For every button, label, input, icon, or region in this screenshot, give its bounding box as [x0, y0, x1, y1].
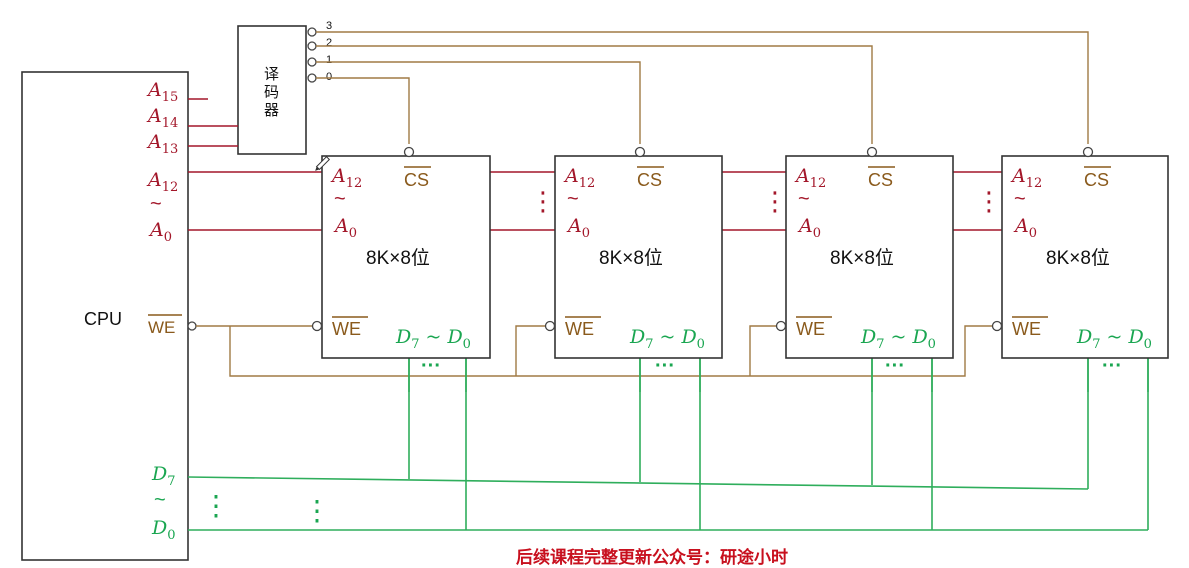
cpu-we-label: WE [148, 318, 175, 337]
chip-1-cs-bubble [403, 146, 415, 158]
chip-4-cs-label: CS [1084, 170, 1109, 190]
we-wire-chip2 [515, 325, 546, 376]
chip-2-a12-label: A12 [563, 165, 595, 191]
cpu-a14-label: A14 [146, 105, 178, 131]
chip-1-a0-label: A0 [333, 215, 357, 241]
chip-3-size-label: 8K×8位 [830, 247, 894, 269]
chip-1-we-bubble [311, 320, 323, 332]
cpu-a15-label: A15 [146, 79, 178, 105]
cs-wire-2 [316, 45, 873, 144]
chip-1-addr-tilde: ~ [334, 188, 346, 210]
cpu-a0-label: A0 [148, 219, 172, 245]
decoder-out2-bubble [307, 41, 317, 51]
chip-3-we-bubble [775, 320, 787, 332]
chip-2-we-label: WE [565, 319, 594, 339]
chip-1-data-label: D7~D0 [395, 326, 471, 352]
chip-2-addr-tilde: ~ [567, 188, 579, 210]
footer-watermark: 后续课程完整更新公众号：研途小时 [516, 547, 788, 567]
chip-3-body [785, 155, 954, 359]
decoder-out0-label: 0 [326, 71, 332, 83]
cpu-d7-label: D7 [151, 463, 176, 489]
chip-4-body [1001, 155, 1169, 359]
memory-chip-3: A12 ~ A0 CS 8K×8位 WE D7~D0 [775, 146, 954, 359]
memory-chip-2: A12 ~ A0 CS 8K×8位 WE D7~D0 [544, 146, 723, 359]
addr-bus-dots-2: ⋮ [762, 186, 788, 216]
cpu-label: CPU [84, 309, 122, 329]
chip-3-data-label: D7~D0 [860, 326, 936, 352]
chip-2-size-label: 8K×8位 [599, 247, 663, 269]
decoder-out1-label: 1 [326, 54, 332, 66]
decoder-out2-label: 2 [326, 37, 332, 49]
chip2-data-dots: ··· [655, 355, 675, 377]
decoder-char-2: 码 [264, 84, 279, 101]
cpu-a13-label: A13 [146, 131, 178, 157]
decoder-out1-bubble [307, 57, 317, 67]
cpu-we-bubble [187, 321, 197, 331]
decoder-char-3: 器 [264, 102, 279, 119]
chip-4-cs-bubble [1082, 146, 1094, 158]
chip-3-cs-label: CS [868, 170, 893, 190]
chip-4-we-label: WE [1012, 319, 1041, 339]
chip-4-a0-label: A0 [1013, 215, 1037, 241]
decoder-out3-label: 3 [326, 20, 332, 32]
addr-bus-dots-3: ⋮ [976, 186, 1002, 216]
chip-1-a12-label: A12 [330, 165, 362, 191]
chip1-data-dots: ··· [421, 355, 441, 377]
chip-2-we-bubble [544, 320, 556, 332]
chip-3-we-label: WE [796, 319, 825, 339]
cpu-addr-tilde: ~ [150, 193, 162, 215]
cpu-block [21, 71, 189, 561]
chip3-data-dots: ··· [885, 355, 905, 377]
memory-chip-4: A12 ~ A0 CS 8K×8位 WE D7~D0 [991, 146, 1169, 359]
cpu-data-tilde: ~ [154, 489, 166, 511]
chip-4-a12-label: A12 [1010, 165, 1042, 191]
chip-3-addr-tilde: ~ [798, 188, 810, 210]
cs-wire-0 [316, 77, 410, 144]
chip-2-data-label: D7~D0 [629, 326, 705, 352]
chip-2-cs-label: CS [637, 170, 662, 190]
addr-bus-dots-1: ⋮ [530, 186, 556, 216]
decoder-block [237, 25, 307, 155]
cpu-d0-label: D0 [151, 517, 176, 543]
chip-2-cs-bubble [634, 146, 646, 158]
data-bus-dots-2: ⋮ [303, 495, 331, 526]
data-bus-dots-1: ⋮ [202, 490, 230, 521]
we-bus [229, 325, 992, 377]
chip4-data-dots: ··· [1102, 355, 1122, 377]
cs-wire-1 [316, 61, 641, 144]
chip-4-size-label: 8K×8位 [1046, 247, 1110, 269]
cpu-a12-label: A12 [146, 169, 178, 195]
decoder-char-1: 译 [264, 66, 279, 83]
chip-3-cs-bubble [866, 146, 878, 158]
chip-4-we-bubble [991, 320, 1003, 332]
chip-3-a12-label: A12 [794, 165, 826, 191]
chip-1-cs-label: CS [404, 170, 429, 190]
chip-2-a0-label: A0 [566, 215, 590, 241]
chip-4-data-label: D7~D0 [1076, 326, 1152, 352]
decoder-out3-bubble [307, 27, 317, 37]
we-wire-chip3 [749, 325, 776, 376]
chip-2-body [554, 155, 723, 359]
d7-bus [187, 476, 1089, 490]
chip-1-body [321, 155, 491, 359]
cs-wire-3 [316, 31, 1089, 144]
decoder-out0-bubble [307, 73, 317, 83]
chip-4-addr-tilde: ~ [1014, 188, 1026, 210]
chip-3-a0-label: A0 [797, 215, 821, 241]
memory-chip-1: A12 ~ A0 CS 8K×8位 WE D7~D0 [311, 146, 491, 359]
chip-1-size-label: 8K×8位 [366, 247, 430, 269]
pen-cursor-icon [315, 155, 331, 171]
chip-1-we-label: WE [332, 319, 361, 339]
